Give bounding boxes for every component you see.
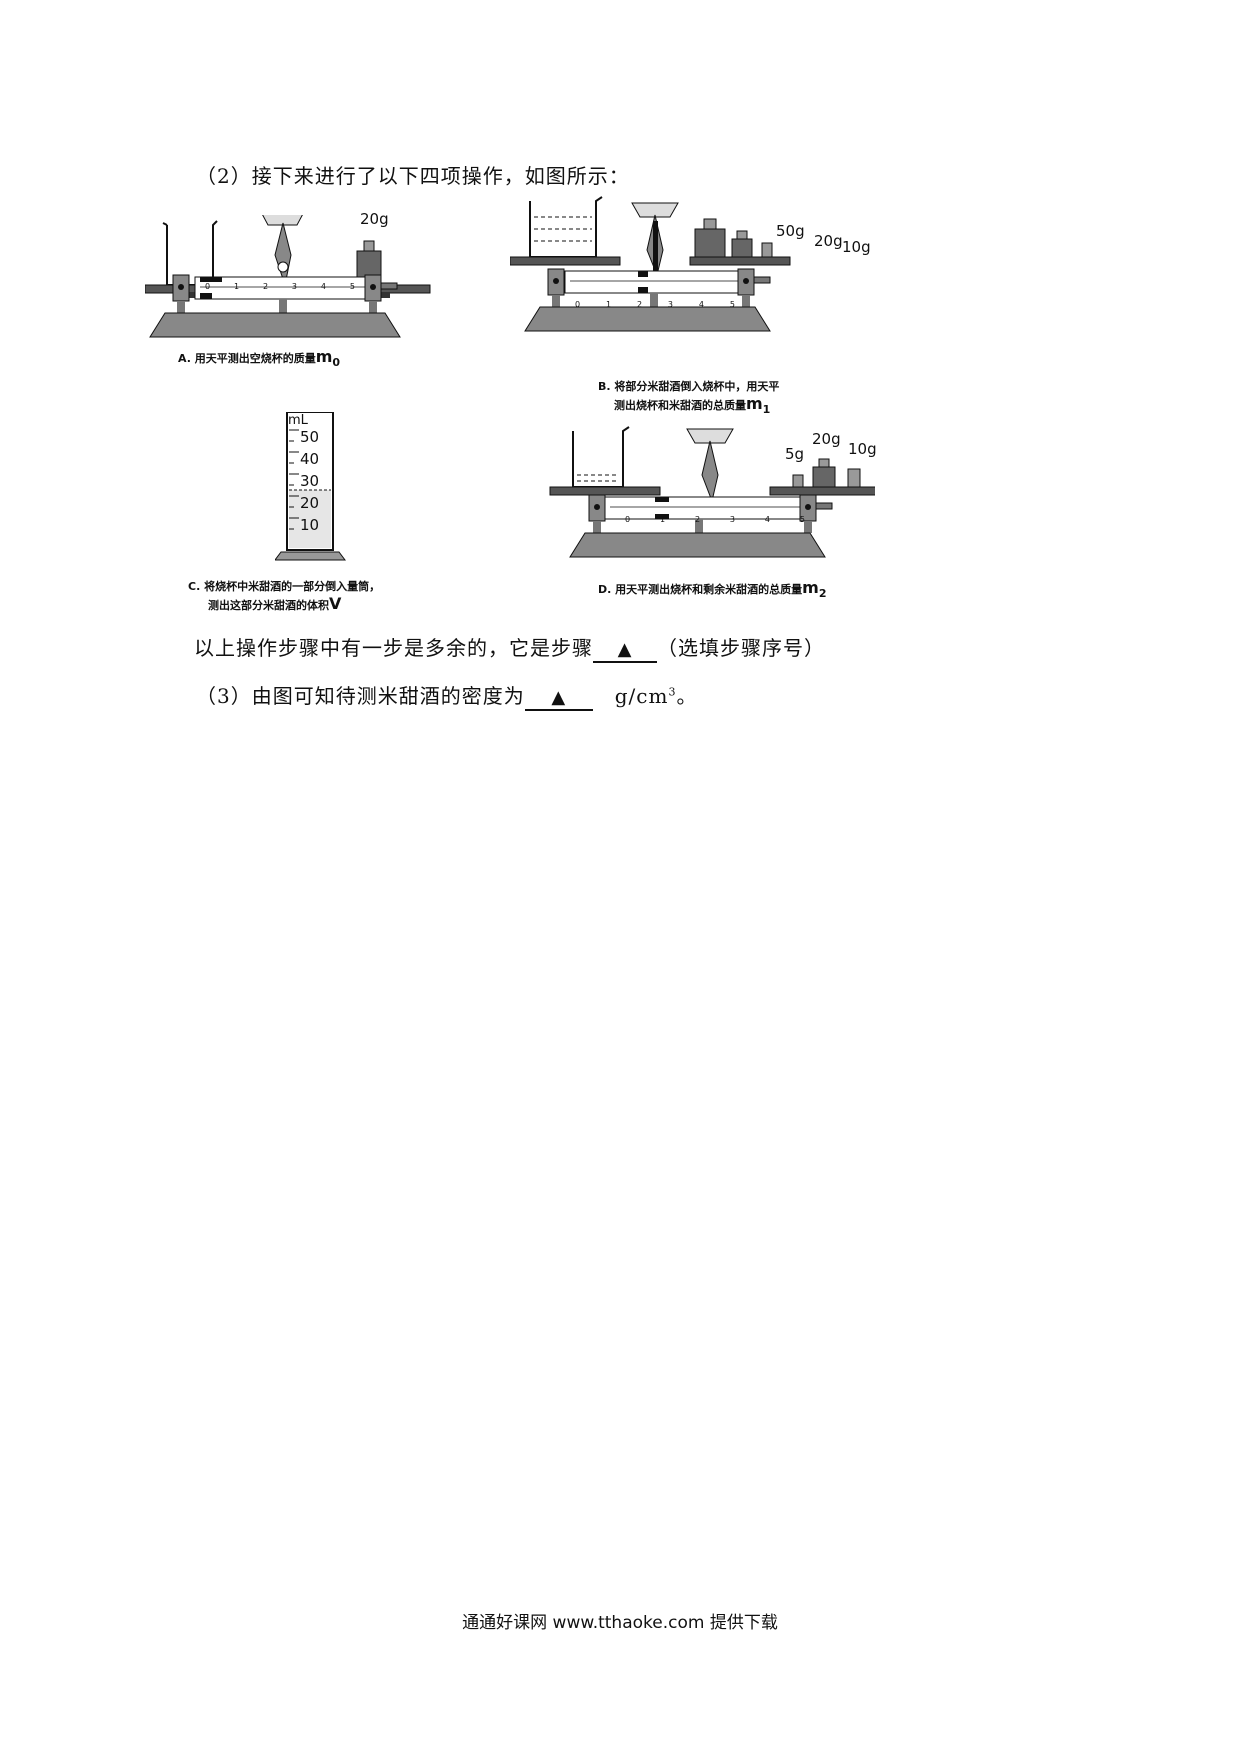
figure-b-balance <box>510 196 791 332</box>
figure-d-weight-5g: 5g <box>785 445 805 463</box>
q2-answer-blank[interactable]: ▲ <box>593 637 657 663</box>
figure-b-weight-10g: 10g <box>842 238 871 256</box>
figure-b-weight-50g: 50g <box>776 222 805 240</box>
figure-d-weight-10g: 10g <box>848 440 877 458</box>
figure-a-caption: A. 用天平测出空烧杯的质量m0 <box>178 347 341 370</box>
figure-d-caption: D. 用天平测出烧杯和剩余米甜酒的总质量m2 <box>598 578 827 601</box>
figure-c-marks: 50 40 30 20 10 <box>300 428 320 534</box>
figure-b-caption: B. 将部分米甜酒倒入烧杯中，用天平 测出烧杯和米甜酒的总质量m1 <box>598 380 780 417</box>
figure-b-scale: 0 1 2 3 4 5 <box>575 300 735 309</box>
figure-b-weight-20g: 20g <box>814 232 843 250</box>
figure-d-scale: 0 1 2 3 4 5 <box>625 515 805 524</box>
q2-intro: （2）接下来进行了以下四项操作，如图所示： <box>196 164 630 188</box>
figure-a-scale: 0 1 2 3 4 5 <box>205 282 355 291</box>
figure-a-balance <box>145 215 431 338</box>
q2-question: 以上操作步骤中有一步是多余的，它是步骤▲（选填步骤序号） <box>194 632 825 663</box>
figure-a-weight-label: 20g <box>360 210 389 228</box>
q3-answer-blank[interactable]: ▲ <box>524 685 593 711</box>
q3-question: （3）由图可知待测米甜酒的密度为▲g/cm3。 <box>196 680 697 711</box>
figure-d-balance <box>549 426 875 558</box>
figure-c-caption: C. 将烧杯中米甜酒的一部分倒入量筒， 测出这部分米甜酒的体积V <box>188 580 381 613</box>
figure-c-unit: mL <box>288 413 308 428</box>
figure-c-graduated-cylinder <box>275 412 346 561</box>
footer-source: 通通好课网 www.tthaoke.com 提供下载 <box>462 1613 778 1633</box>
figure-d-weight-20g: 20g <box>812 430 841 448</box>
